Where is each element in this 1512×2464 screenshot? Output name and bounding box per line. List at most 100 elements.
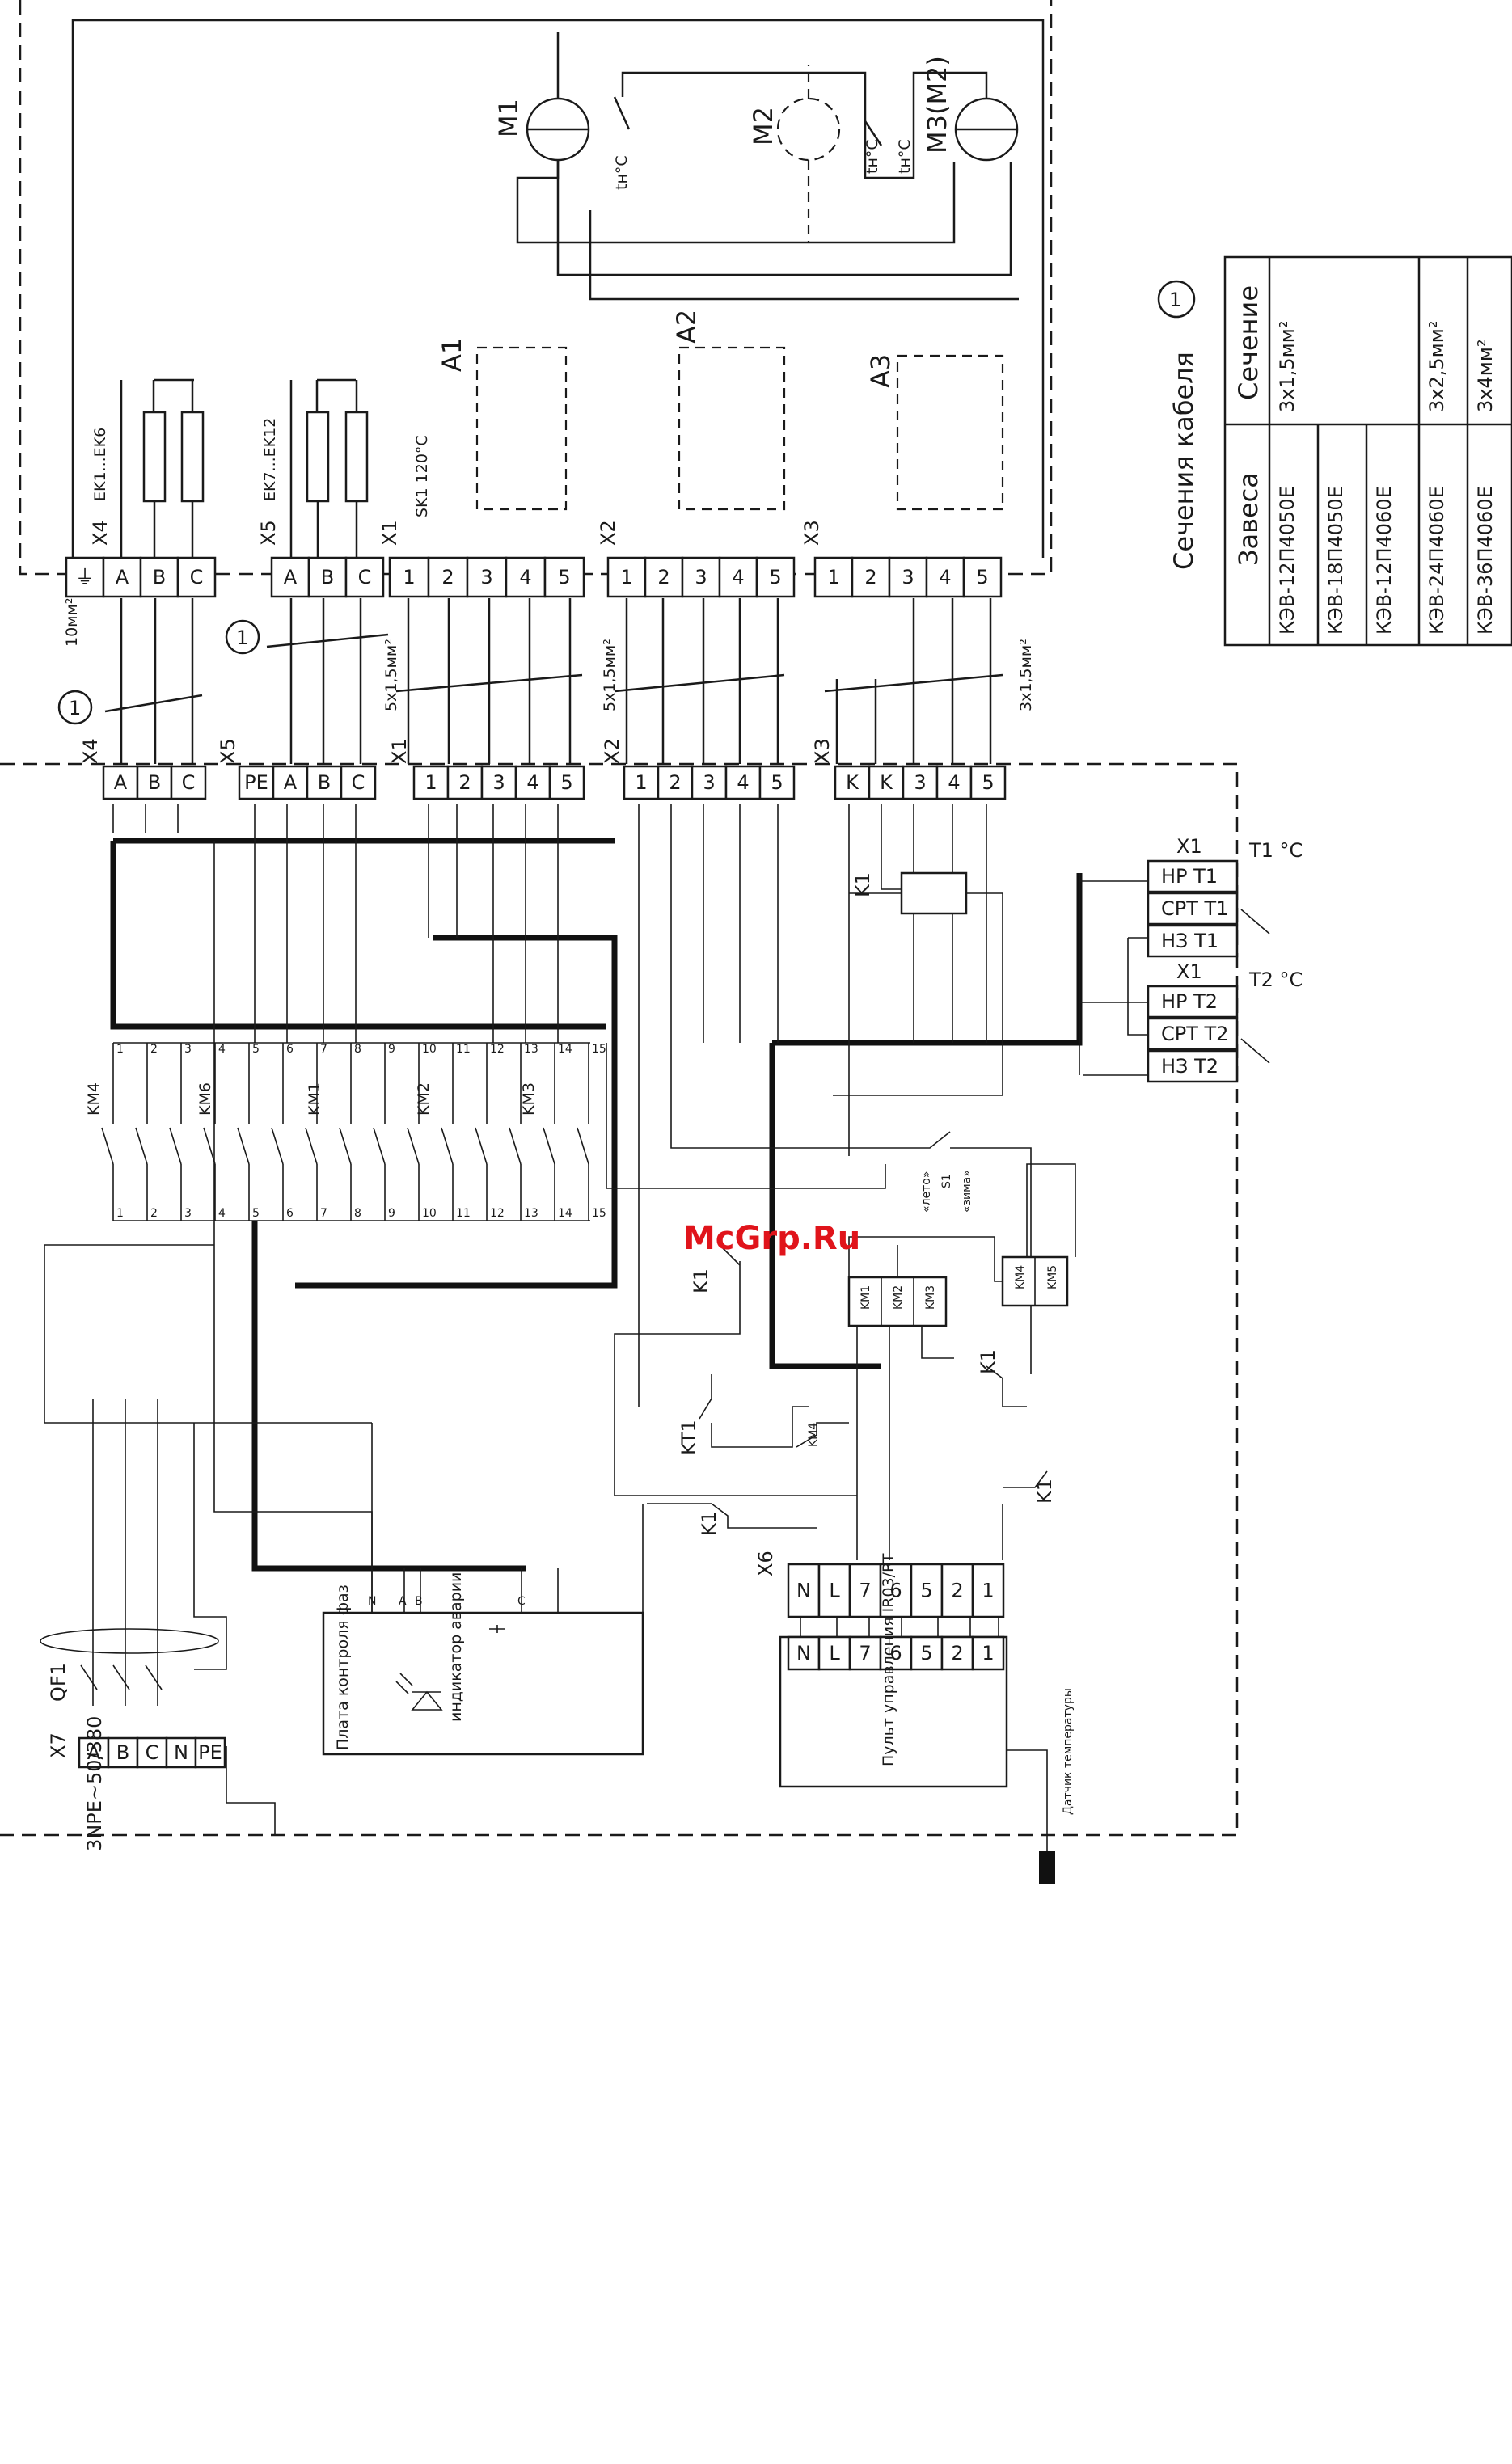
panel-terms-cell-4: 6 xyxy=(879,1635,913,1671)
svg-text:1: 1 xyxy=(982,1580,994,1602)
cable-section-table: Сечения кабеля 1 Завеса Сечение КЭВ-12П4… xyxy=(1157,255,1512,647)
x5-mid-cell-3: B xyxy=(306,765,343,800)
label-x5-top: X5 xyxy=(257,520,280,546)
x5-top-cell-2: B xyxy=(307,556,348,598)
svg-text:3х2,5мм²: 3х2,5мм² xyxy=(1425,321,1448,412)
x2-top-cell-2: 2 xyxy=(644,556,684,598)
svg-text:KM4: KM4 xyxy=(1014,1265,1027,1289)
x1-top-cell-5: 5 xyxy=(543,556,585,598)
label-x4-top: X4 xyxy=(89,520,112,546)
relay-k1-coil: K1 xyxy=(833,871,1003,1096)
phase-control-board: Плата контроля фаз индикатор аварии N A … xyxy=(322,1423,644,1756)
contact-pole-3: 33 xyxy=(169,1043,192,1221)
svg-text:1: 1 xyxy=(827,566,839,589)
x3-mid-cell-2: K xyxy=(868,765,905,800)
svg-text:НЗ T2: НЗ T2 xyxy=(1161,1055,1218,1078)
x2-mid-cell-5: 5 xyxy=(758,765,796,800)
svg-text:3: 3 xyxy=(184,1043,192,1056)
svg-text:4: 4 xyxy=(732,566,744,589)
svg-text:KM5: KM5 xyxy=(1046,1265,1059,1289)
svg-text:5: 5 xyxy=(920,1642,932,1664)
panel-terms-cell-5: 5 xyxy=(910,1635,944,1671)
svg-text:B: B xyxy=(415,1595,423,1608)
svg-text:tн°С: tн°С xyxy=(896,139,914,174)
svg-text:1: 1 xyxy=(403,566,415,589)
block-a2: A2 xyxy=(671,310,786,511)
svg-text:7: 7 xyxy=(320,1207,327,1220)
svg-text:C: C xyxy=(182,771,196,794)
contact-pole-9: 99 xyxy=(373,1043,395,1221)
svg-text:9: 9 xyxy=(388,1207,395,1220)
svg-text:K1: K1 xyxy=(1033,1479,1056,1504)
x6-cell-2: L xyxy=(817,1563,851,1618)
svg-text:КЭВ-12П4050Е: КЭВ-12П4050Е xyxy=(1276,486,1299,635)
svg-text:tн°С: tн°С xyxy=(613,155,631,190)
thermo-hp-t2: HP T2 xyxy=(1147,985,1239,1019)
x6-cell-6: 2 xyxy=(940,1563,974,1618)
coils-km1-km3: KM1 KM2 KM3 xyxy=(847,1276,948,1327)
x2-mid-cell-2: 2 xyxy=(657,765,694,800)
temperature-sensor: Датчик температуры xyxy=(1007,1688,1075,1884)
svg-text:K: K xyxy=(846,771,859,794)
svg-text:QF1: QF1 xyxy=(47,1663,70,1702)
watermark: McGrp.Ru xyxy=(683,1220,860,1257)
contact-pole-2: 22 xyxy=(135,1043,158,1221)
svg-text:A: A xyxy=(284,771,298,794)
svg-text:K: K xyxy=(880,771,893,794)
svg-text:4: 4 xyxy=(737,771,749,794)
x1-top-cell-1: 1 xyxy=(388,556,430,598)
x2-top-cell-1: 1 xyxy=(606,556,647,598)
x3-top-cell-1: 1 xyxy=(813,556,854,598)
x2-mid-cell-1: 1 xyxy=(623,765,660,800)
thermo-cpt-t1: СРТ T1 xyxy=(1147,892,1239,926)
svg-text:⏚: ⏚ xyxy=(75,566,95,589)
svg-text:2: 2 xyxy=(864,566,876,589)
svg-text:СРТ T2: СРТ T2 xyxy=(1161,1023,1228,1045)
label-x3-mid: X3 xyxy=(811,738,834,764)
svg-text:КЭВ-24П4060Е: КЭВ-24П4060Е xyxy=(1425,486,1448,635)
x6-cell-7: 1 xyxy=(971,1563,1005,1618)
x1-top-cell-2: 2 xyxy=(427,556,469,598)
x1-mid-cell-2: 2 xyxy=(446,765,484,800)
x7-cell-1: A xyxy=(78,1736,110,1769)
svg-text:KM4: KM4 xyxy=(85,1082,103,1116)
heater-group-ek1-ek6: EK1...EK6 xyxy=(91,378,205,566)
x4-top-cell-4: C xyxy=(176,556,217,598)
svg-text:Пульт управления IR03/RT: Пульт управления IR03/RT xyxy=(880,1553,897,1766)
svg-text:5: 5 xyxy=(771,771,783,794)
svg-text:N: N xyxy=(174,1741,188,1764)
contact-pole-8: 88 xyxy=(339,1043,361,1221)
x1-mid-cell-5: 5 xyxy=(548,765,585,800)
svg-text:10мм²: 10мм² xyxy=(63,598,81,647)
x3-mid-cell-4: 4 xyxy=(935,765,973,800)
svg-text:1: 1 xyxy=(236,627,248,649)
svg-text:M1: M1 xyxy=(493,99,524,137)
svg-text:HP T1: HP T1 xyxy=(1161,865,1218,888)
svg-text:PE: PE xyxy=(244,771,268,794)
svg-text:EK7...EK12: EK7...EK12 xyxy=(261,418,279,501)
contact-pole-5: 55 xyxy=(237,1043,260,1221)
x3-mid-cell-3: 3 xyxy=(902,765,939,800)
svg-text:B: B xyxy=(321,566,334,589)
svg-text:X1: X1 xyxy=(1176,960,1202,983)
x3-top-cell-2: 2 xyxy=(851,556,891,598)
label-x3-top: X3 xyxy=(800,520,823,546)
svg-text:X6: X6 xyxy=(754,1551,777,1576)
svg-text:СРТ T1: СРТ T1 xyxy=(1161,897,1228,920)
svg-text:7: 7 xyxy=(859,1580,871,1602)
svg-text:2: 2 xyxy=(441,566,454,589)
svg-text:L: L xyxy=(829,1642,840,1664)
x1-top-cell-3: 3 xyxy=(466,556,508,598)
svg-text:3х4мм²: 3х4мм² xyxy=(1474,339,1497,412)
